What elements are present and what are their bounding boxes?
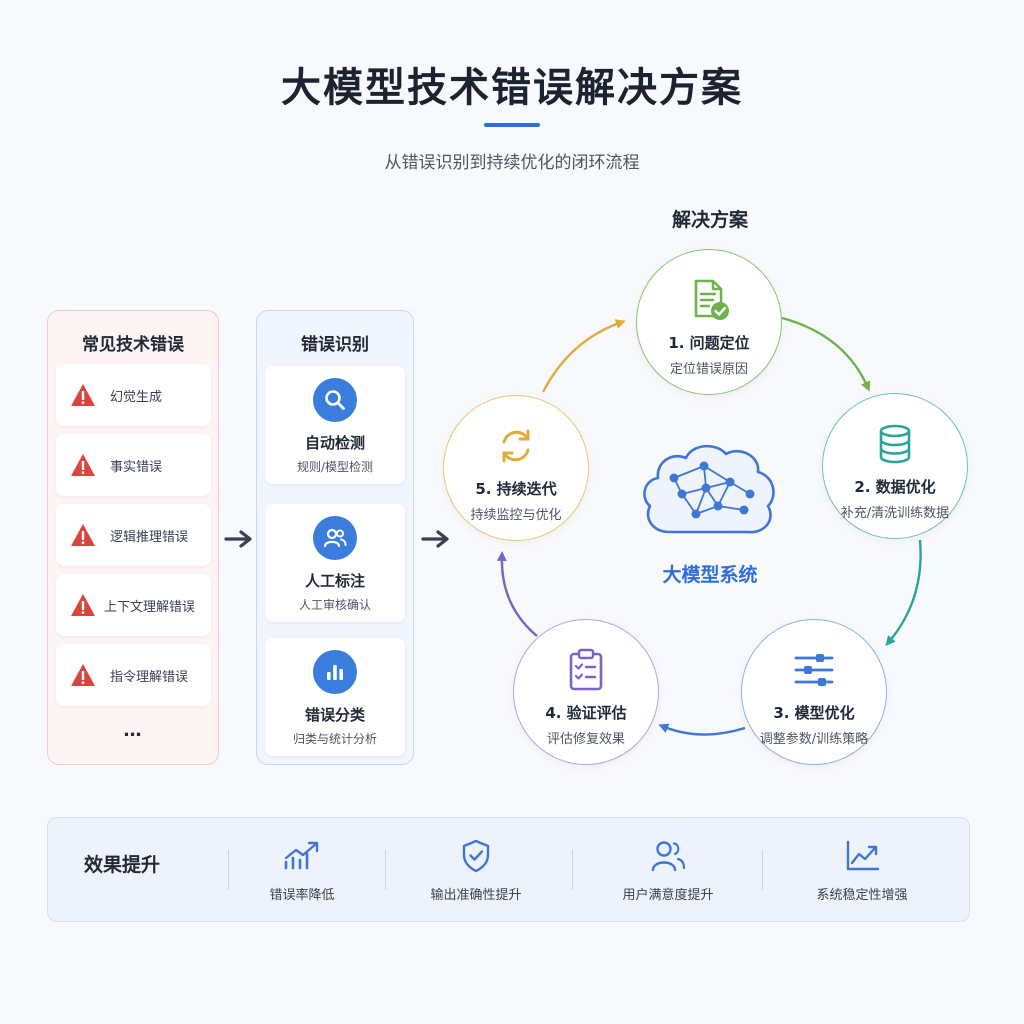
step-desc: 补充/清洗训练数据 (840, 506, 950, 521)
card-desc: 人工审核确认 (298, 598, 371, 612)
divider (762, 850, 763, 890)
divider (572, 850, 573, 890)
effect-label: 输出准确性提升 (430, 888, 522, 903)
arrow-step4-to-step5 (496, 551, 538, 637)
effects-title: 效果提升 (84, 854, 161, 876)
step-title: 2. 数据优化 (854, 478, 936, 496)
error-identification-title: 错误识别 (301, 335, 369, 355)
document-check-icon (694, 279, 729, 320)
effect-error-rate: 错误率降低 (222, 838, 382, 903)
users-icon (313, 516, 357, 560)
warning-icon (71, 594, 95, 616)
warning-icon (71, 454, 95, 476)
title-underline (484, 123, 540, 127)
error-item-fact: 事实错误 (56, 434, 211, 496)
step-model-optimize: 3. 模型优化 调整参数/训练策略 (741, 619, 887, 765)
error-item-logic: 逻辑推理错误 (56, 504, 211, 566)
error-classify-card: 错误分类 归类与统计分析 (265, 638, 405, 756)
arrow-right-icon (224, 530, 252, 548)
step-title: 3. 模型优化 (773, 704, 855, 722)
step-problem-locate: 1. 问题定位 定位错误原因 (636, 249, 782, 395)
step-continuous-iterate: 5. 持续迭代 持续监控与优化 (443, 395, 589, 541)
arrow-step3-to-step4 (658, 723, 746, 736)
warning-icon (71, 524, 95, 546)
warning-icon (71, 664, 95, 686)
effect-label: 用户满意度提升 (622, 888, 714, 903)
card-title: 自动检测 (304, 434, 365, 452)
effect-stability: 系统稳定性增强 (782, 838, 942, 903)
common-errors-title: 常见技术错误 (82, 335, 184, 355)
line-chart-icon (846, 840, 880, 871)
brain-network-icon (643, 444, 775, 534)
shield-check-icon (462, 839, 490, 873)
step-desc: 调整参数/训练策略 (759, 732, 869, 747)
step-title: 4. 验证评估 (545, 704, 627, 722)
card-desc: 归类与统计分析 (292, 732, 377, 746)
sliders-icon (794, 654, 834, 686)
step-data-optimize: 2. 数据优化 补充/清洗训练数据 (822, 393, 968, 539)
step-title: 5. 持续迭代 (475, 480, 557, 498)
auto-detect-card: 自动检测 规则/模型检测 (265, 366, 405, 484)
step-desc: 持续监控与优化 (470, 508, 562, 523)
error-item-context: 上下文理解错误 (56, 574, 211, 636)
arrow-step1-to-step2 (781, 316, 871, 392)
effect-accuracy: 输出准确性提升 (396, 838, 556, 903)
database-icon (879, 424, 911, 464)
arrow-step5-to-step1 (541, 319, 626, 393)
page-title: 大模型技术错误解决方案 (281, 65, 743, 111)
more-errors-ellipsis: … (123, 720, 144, 741)
core-system-label: 大模型系统 (662, 564, 758, 586)
effect-label: 错误率降低 (269, 888, 335, 903)
error-item-instruction: 指令理解错误 (56, 644, 211, 706)
effects-bar (47, 817, 970, 922)
step-title: 1. 问题定位 (668, 334, 750, 352)
step-desc: 评估修复效果 (546, 732, 625, 747)
card-desc: 规则/模型检测 (296, 460, 374, 474)
error-item-hallucination: 幻觉生成 (56, 364, 211, 426)
effect-satisfaction: 用户满意度提升 (588, 838, 748, 903)
error-item-label: 指令理解错误 (110, 669, 189, 685)
card-title: 错误分类 (304, 706, 365, 724)
arrow-right-icon (421, 530, 449, 548)
error-item-label: 上下文理解错误 (104, 599, 196, 615)
effect-label: 系统稳定性增强 (816, 888, 908, 903)
refresh-icon (502, 429, 530, 463)
arrow-step2-to-step3 (885, 539, 922, 647)
error-item-label: 幻觉生成 (110, 389, 163, 405)
clipboard-check-icon (569, 648, 603, 691)
solution-heading: 解决方案 (671, 209, 748, 231)
divider (228, 850, 229, 890)
users-icon (651, 841, 686, 872)
error-item-label: 逻辑推理错误 (110, 529, 189, 545)
manual-label-card: 人工标注 人工审核确认 (265, 504, 405, 622)
error-item-label: 事实错误 (110, 459, 163, 475)
search-icon (313, 378, 357, 422)
trend-up-icon (284, 841, 319, 870)
cycle-arrows (496, 316, 922, 736)
step-desc: 定位错误原因 (669, 362, 748, 377)
divider (385, 850, 386, 890)
step-verify-evaluate: 4. 验证评估 评估修复效果 (513, 619, 659, 765)
bar-chart-icon (313, 650, 357, 694)
page-subtitle: 从错误识别到持续优化的闭环流程 (384, 153, 640, 173)
card-title: 人工标注 (304, 572, 365, 590)
warning-icon (71, 384, 95, 406)
